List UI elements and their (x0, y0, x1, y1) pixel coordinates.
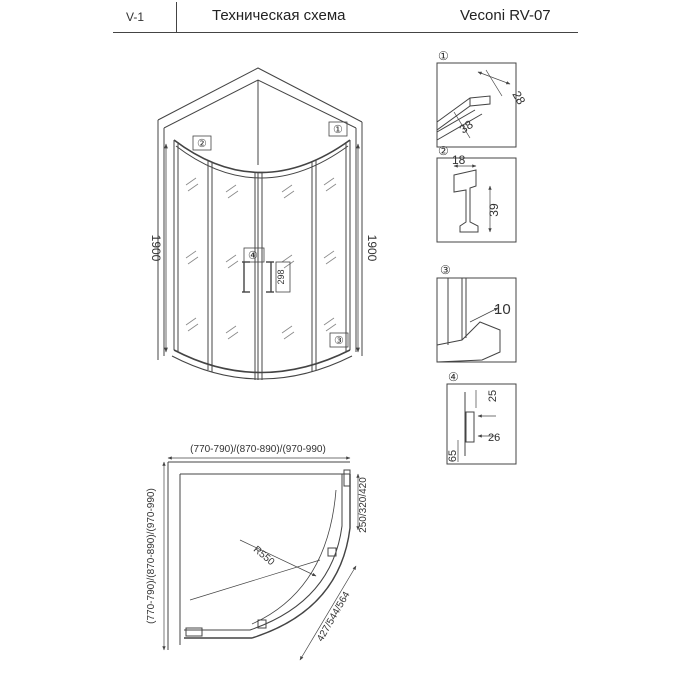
detail-2-marker: ② (438, 144, 449, 158)
height-label-right: 1900 (365, 235, 379, 262)
title-block (113, 2, 578, 33)
title-block-separator (176, 2, 177, 32)
version-label: V-1 (126, 10, 145, 24)
detail-4-marker: ④ (448, 370, 459, 384)
plan-width-label: (770-790)/(870-890)/(970-990) (190, 444, 326, 455)
detail-4-dim-c: 65 (447, 450, 459, 462)
plan-depth-label: (770-790)/(870-890)/(970-990) (146, 488, 157, 624)
bottom-tray (171, 349, 353, 380)
callout-2-front: ② (197, 138, 207, 150)
callout-boxes (192, 121, 349, 348)
detail-4 (446, 383, 517, 465)
walls (157, 67, 363, 360)
plan-radius-label: R550 (251, 544, 277, 568)
callout-4-front: ④ (248, 250, 258, 262)
plan-view (162, 456, 360, 661)
detail-2 (436, 157, 517, 243)
height-dimension-lines (164, 143, 360, 353)
front-view (157, 67, 363, 380)
detail-1 (436, 62, 517, 148)
detail-4-dim-b: 26 (488, 432, 500, 444)
detail-2-dim-a: 18 (452, 153, 466, 167)
drawing-title: Техническая схема (212, 7, 346, 24)
detail-4-dim-a: 25 (487, 390, 499, 402)
callout-3-front: ③ (334, 335, 344, 347)
model-name: Veconi RV-07 (460, 7, 551, 24)
plan-side-label: 250/320/420 (358, 477, 369, 533)
door-handles (242, 261, 274, 293)
detail-1-dim-b: 38 (457, 117, 476, 136)
panel-edges (173, 140, 351, 380)
callout-1-front: ① (333, 124, 343, 136)
height-label-left: 1900 (149, 235, 163, 262)
detail-3-dim-a: 10 (494, 301, 511, 318)
detail-3-marker: ③ (440, 263, 451, 277)
detail-1-marker: ① (438, 49, 449, 63)
plan-door-label: 427/544/564 (315, 590, 353, 644)
detail-2-dim-b: 39 (487, 203, 501, 217)
handle-dim-label: 298 (276, 269, 286, 284)
detail-1-dim-a: 28 (509, 89, 528, 108)
handle-dimension (275, 261, 291, 293)
detail-3 (436, 277, 517, 363)
glass-reflections (185, 177, 337, 340)
top-rail (173, 139, 351, 179)
